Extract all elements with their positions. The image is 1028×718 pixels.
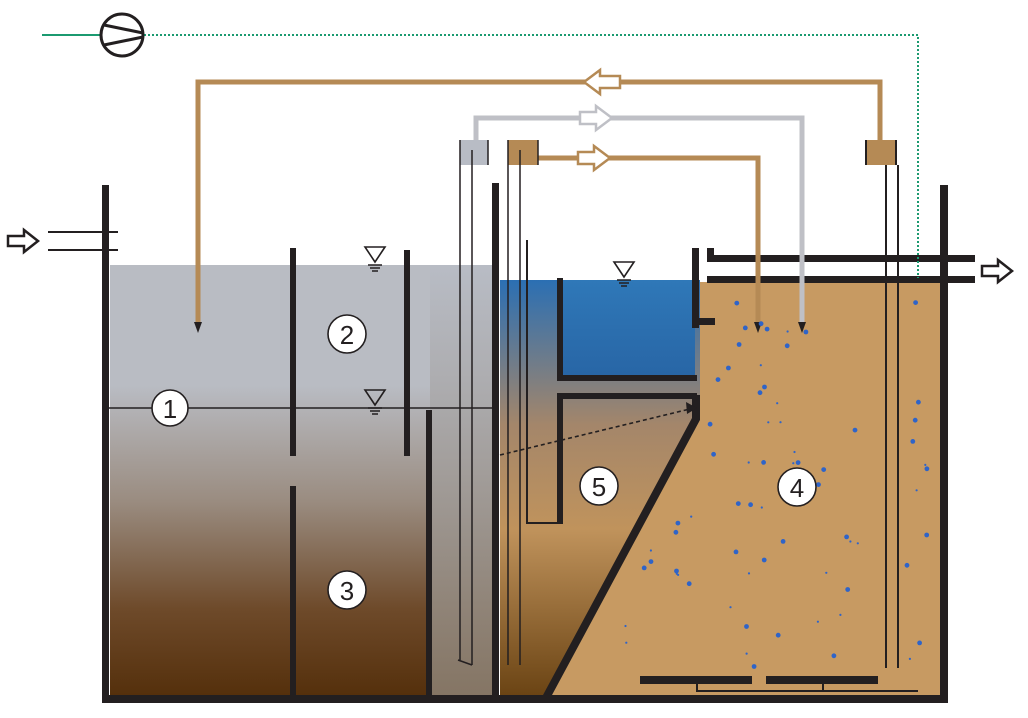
bioreactor-liquid	[548, 282, 940, 695]
zone-label-5-text: 5	[592, 472, 606, 502]
bubble	[821, 467, 827, 472]
inlet-arrow-icon	[6, 227, 41, 255]
zone-label-1-text: 1	[163, 394, 177, 424]
permeate-flow-arrow-icon	[578, 103, 615, 133]
bubble	[690, 515, 693, 518]
bubble	[767, 421, 770, 424]
recycle-flow-arrow-icon	[581, 67, 622, 97]
bubble	[734, 300, 740, 306]
bubble	[786, 330, 789, 333]
bubble	[673, 529, 679, 535]
bubble	[757, 390, 763, 396]
bubble	[760, 506, 763, 509]
bubble	[762, 384, 767, 390]
bubble	[707, 421, 713, 427]
zone-label-2: 2	[327, 314, 367, 354]
bubble	[910, 439, 916, 444]
bubble	[726, 365, 731, 371]
bubble	[686, 581, 692, 587]
outlet-arrow-icon	[980, 257, 1015, 285]
bubble	[711, 451, 716, 457]
bubble	[745, 652, 748, 655]
zone-label-5: 5	[579, 466, 619, 506]
zone-label-1: 1	[151, 389, 189, 427]
tank-walls	[102, 183, 975, 703]
zone-label-3: 3	[327, 570, 367, 610]
bubble	[849, 540, 852, 543]
bubble	[744, 624, 749, 629]
settled-sludge-pipe	[507, 140, 762, 665]
bubble	[831, 653, 837, 659]
bubble	[776, 402, 779, 405]
bubble	[793, 450, 796, 454]
separator-column-liquid	[430, 265, 496, 695]
sludge-recycle-pipe	[194, 67, 899, 668]
clear-water-zone	[560, 280, 695, 375]
bubble	[904, 562, 910, 568]
air-supply-line	[42, 12, 919, 278]
bubble	[917, 640, 922, 646]
bubble	[736, 342, 742, 347]
bubble	[751, 664, 757, 669]
bubble	[624, 624, 627, 628]
bubble	[641, 565, 647, 571]
bubble	[729, 606, 732, 609]
zone-label-4-text: 4	[790, 473, 804, 503]
bubble	[803, 329, 809, 335]
bubble	[625, 641, 628, 644]
bubble	[845, 587, 851, 592]
bubble	[764, 326, 770, 332]
bubble	[715, 377, 721, 382]
permeate-pipe	[457, 103, 806, 666]
dashed-boundary-line	[499, 407, 695, 456]
bubble	[792, 462, 795, 465]
bubble	[839, 613, 842, 617]
bubble	[916, 399, 921, 405]
bubble	[649, 549, 653, 552]
bubble	[748, 502, 753, 508]
bubble	[908, 657, 912, 661]
zone-label-4: 4	[777, 467, 817, 507]
zone-label-3-text: 3	[340, 576, 354, 606]
bubble	[795, 460, 801, 465]
bubble	[780, 539, 786, 544]
bubble	[825, 571, 828, 574]
bubble	[747, 461, 750, 464]
water-level-marker-top	[363, 246, 387, 272]
bubble	[779, 421, 782, 424]
bubble	[816, 482, 821, 487]
air-bubbles	[624, 300, 930, 669]
bubble	[761, 557, 767, 563]
bubble	[912, 417, 918, 423]
bubble	[924, 463, 927, 466]
pump-icon	[99, 12, 145, 58]
sludge-flow-arrow-icon	[576, 143, 613, 173]
bubble	[856, 542, 859, 545]
bubble	[761, 460, 766, 465]
bubble	[924, 466, 930, 472]
bubble	[759, 364, 762, 367]
bubble	[915, 489, 918, 492]
bubble	[913, 300, 918, 305]
bubble	[742, 325, 748, 331]
bubble	[844, 534, 849, 540]
bubble	[775, 632, 781, 638]
bubble	[816, 620, 820, 623]
zone-label-2-text: 2	[340, 320, 354, 350]
inlet	[6, 227, 118, 255]
water-level-marker-settler	[612, 261, 636, 287]
bubble	[674, 568, 679, 574]
bubble	[675, 520, 681, 526]
outlet	[980, 257, 1015, 285]
bubble	[784, 343, 790, 349]
bubble	[735, 501, 741, 506]
bubble	[648, 559, 654, 564]
bubble	[758, 321, 764, 327]
bubble	[747, 572, 751, 575]
bubble	[924, 532, 930, 538]
bubble	[733, 549, 739, 555]
bubble	[852, 427, 858, 433]
